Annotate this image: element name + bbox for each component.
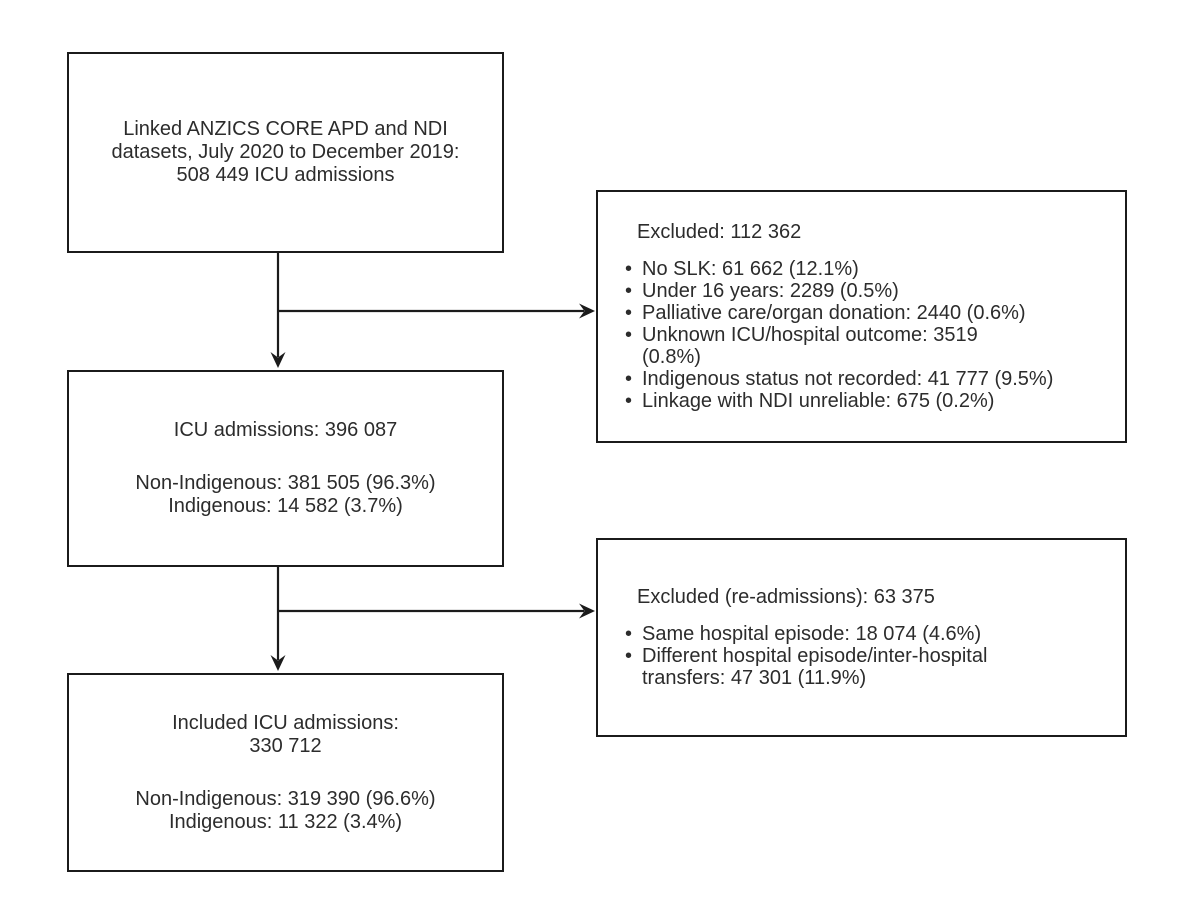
list-item: • No SLK: 61 662 (12.1%)	[625, 258, 1107, 280]
flow-box-linked-datasets: Linked ANZICS CORE APD and NDI datasets,…	[67, 52, 504, 253]
bullet-icon: •	[625, 258, 633, 280]
list-item: • Linkage with NDI unreliable: 675 (0.2%…	[625, 390, 1107, 412]
bullet-icon: •	[625, 623, 633, 645]
list-item: • Under 16 years: 2289 (0.5%)	[625, 280, 1107, 302]
list-item: • Unknown ICU/hospital outcome: 3519 (0.…	[625, 324, 1107, 368]
list-item-text: No SLK: 61 662 (12.1%)	[642, 258, 859, 280]
list-item-text: Same hospital episode: 18 074 (4.6%)	[642, 623, 982, 645]
box-line: ICU admissions: 396 087	[173, 419, 398, 441]
box-line: 330 712	[249, 734, 322, 757]
box-text-group: Non-Indigenous: 381 505 (96.3%) Indigeno…	[135, 472, 435, 518]
box-text-group: Linked ANZICS CORE APD and NDI datasets,…	[112, 118, 460, 187]
list-item-text: Linkage with NDI unreliable: 675 (0.2%)	[642, 390, 995, 412]
bullet-icon: •	[625, 390, 633, 412]
box-line: 508 449 ICU admissions	[176, 164, 395, 186]
list-item-text: Indigenous status not recorded: 41 777 (…	[642, 368, 1054, 390]
list-item: • Same hospital episode: 18 074 (4.6%)	[625, 623, 1107, 645]
flow-box-excluded: Excluded: 112 362 • No SLK: 61 662 (12.1…	[596, 190, 1127, 443]
bullet-icon: •	[625, 368, 633, 390]
excluded-title: Excluded (re-admissions): 63 375	[637, 586, 935, 608]
list-item-text: Different hospital episode/inter-hospita…	[642, 645, 988, 689]
list-item-text: Unknown ICU/hospital outcome: 3519 (0.8%…	[642, 324, 978, 368]
box-line: Non-Indigenous: 381 505 (96.3%)	[135, 472, 436, 494]
box-line: Indigenous: 11 322 (3.4%)	[168, 810, 403, 833]
excluded-title: Excluded: 112 362	[637, 221, 802, 243]
flow-box-excluded-readmissions: Excluded (re-admissions): 63 375 • Same …	[596, 538, 1127, 737]
box-text-group: Included ICU admissions: 330 712	[172, 712, 399, 758]
box-line: Non-Indigenous: 319 390 (96.6%)	[135, 787, 436, 810]
arrow-to-excluded2	[277, 603, 595, 619]
bullet-icon: •	[625, 302, 633, 324]
box-text-group: ICU admissions: 396 087	[174, 419, 397, 442]
box-text-group: Non-Indigenous: 319 390 (96.6%) Indigeno…	[135, 788, 435, 834]
flow-box-included-admissions: Included ICU admissions: 330 712 Non-Ind…	[67, 673, 504, 872]
arrow-source-to-admissions	[270, 253, 286, 368]
flow-box-icu-admissions: ICU admissions: 396 087 Non-Indigenous: …	[67, 370, 504, 567]
bullet-icon: •	[625, 645, 633, 667]
box-line: Linked ANZICS CORE APD and NDI	[123, 118, 448, 140]
list-item-text: Palliative care/organ donation: 2440 (0.…	[642, 302, 1026, 324]
box-line: Indigenous: 14 582 (3.7%)	[168, 495, 403, 517]
list-item: • Palliative care/organ donation: 2440 (…	[625, 302, 1107, 324]
list-item: • Indigenous status not recorded: 41 777…	[625, 368, 1107, 390]
list-item: • Different hospital episode/inter-hospi…	[625, 645, 1107, 689]
arrow-to-excluded1	[277, 303, 595, 319]
bullet-icon: •	[625, 324, 633, 346]
list-item-text: Under 16 years: 2289 (0.5%)	[642, 280, 899, 302]
box-line: datasets, July 2020 to December 2019:	[111, 141, 460, 163]
bullet-icon: •	[625, 280, 633, 302]
arrow-admissions-to-included	[270, 567, 286, 671]
box-line: Included ICU admissions:	[172, 711, 399, 734]
